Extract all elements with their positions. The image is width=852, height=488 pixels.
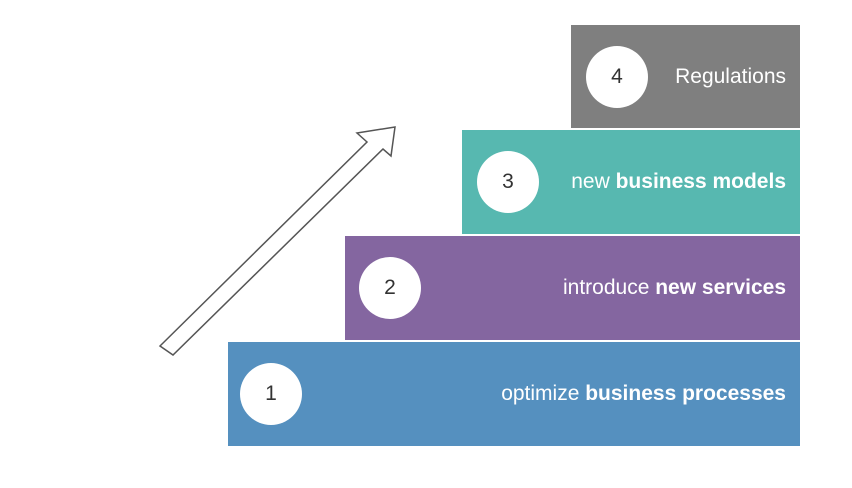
step-2-number: 2	[359, 257, 421, 319]
step-2-block: 2 introduce new services	[345, 236, 800, 340]
step-3-label: new business models	[571, 170, 786, 193]
step-1-label: optimize business processes	[501, 382, 786, 405]
step-1-block: 1 optimize business processes	[228, 342, 800, 446]
step-4-block: 4 Regulations	[571, 25, 800, 128]
step-3-block: 3 new business models	[462, 130, 800, 234]
step-4-label: Regulations	[675, 64, 786, 88]
step-4-number: 4	[586, 45, 648, 108]
step-2-label: introduce new services	[563, 276, 786, 299]
step-3-number: 3	[477, 151, 539, 213]
step-1-number: 1	[240, 363, 302, 425]
